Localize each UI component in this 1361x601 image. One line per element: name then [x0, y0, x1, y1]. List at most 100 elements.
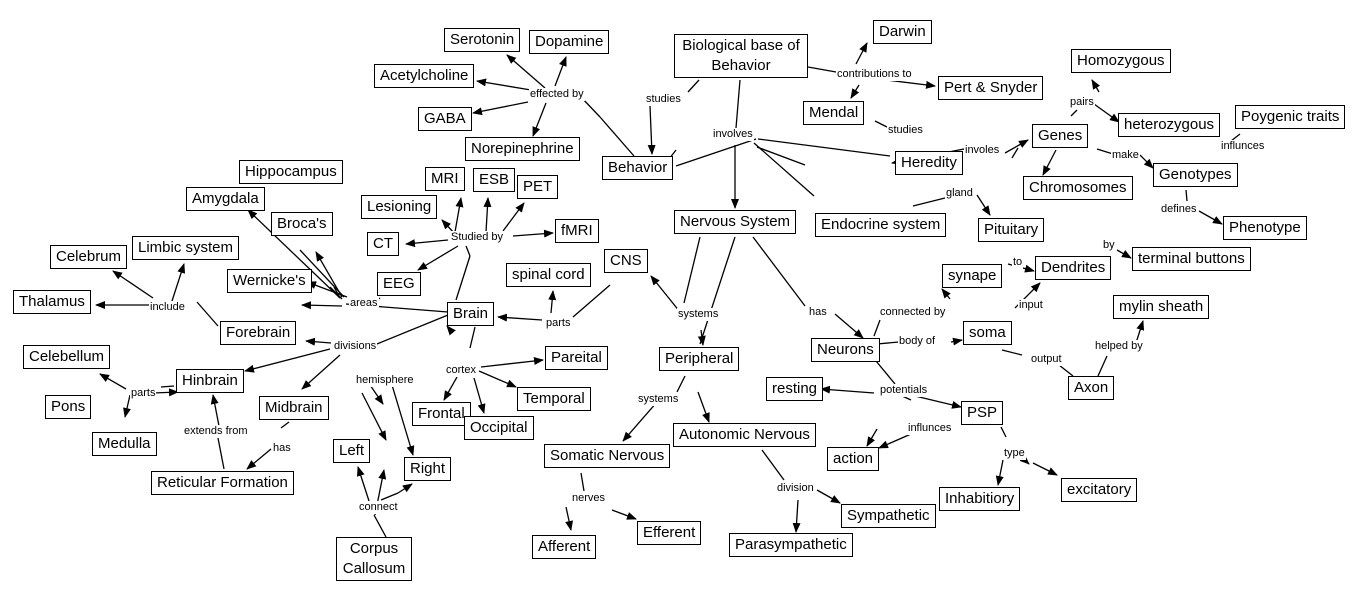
pareital-node[interactable]: Pareital — [545, 346, 608, 370]
arrow-connector — [914, 395, 962, 409]
heterozygous-node[interactable]: heterozygous — [1118, 113, 1221, 137]
arrow-connector — [405, 239, 449, 248]
action-node[interactable]: action — [827, 447, 880, 471]
terminal-buttons-node[interactable]: terminal buttons — [1132, 247, 1251, 271]
pert-snyder-node[interactable]: Pert & Snyder — [938, 76, 1044, 100]
line-connector — [1058, 364, 1074, 377]
hippocampus-node[interactable]: Hippocampus — [239, 160, 343, 184]
neurons-node[interactable]: Neurons — [811, 338, 880, 362]
celebrum-node[interactable]: Celebrum — [50, 245, 128, 269]
celebellum-node[interactable]: Celebellum — [23, 345, 111, 369]
medulla-node[interactable]: Medulla — [92, 432, 157, 456]
link-contributions-to: contributions to — [836, 68, 913, 81]
phenotype-node[interactable]: Phenotype — [1223, 216, 1307, 240]
arrow-connector — [850, 84, 860, 99]
pet-node[interactable]: PET — [517, 175, 559, 199]
darwin-node[interactable]: Darwin — [873, 20, 932, 44]
resting-node[interactable]: resting — [766, 377, 824, 401]
genotypes-node[interactable]: Genotypes — [1153, 163, 1238, 187]
left-node[interactable]: Left — [333, 439, 371, 463]
genes-node[interactable]: Genes — [1032, 124, 1089, 148]
soma-node[interactable]: soma — [963, 321, 1012, 345]
thalamus-node[interactable]: Thalamus — [13, 290, 91, 314]
norepinephrine-node[interactable]: Norepinephrine — [465, 137, 580, 161]
reticular-formation-node[interactable]: Reticular Formation — [151, 471, 294, 495]
line-connector — [753, 142, 815, 197]
link-studies-1: studies — [645, 93, 682, 106]
line-connector — [807, 66, 837, 73]
eeg-node[interactable]: EEG — [377, 272, 421, 296]
spinal-cord-node[interactable]: spinal cord — [506, 263, 591, 287]
frontal-node[interactable]: Frontal — [412, 402, 471, 426]
amygdala-node[interactable]: Amygdala — [186, 187, 265, 211]
mendal-node[interactable]: Mendal — [803, 101, 865, 125]
link-to: to — [1012, 256, 1024, 269]
limbic-system-node[interactable]: Limbic system — [132, 236, 240, 260]
somatic-nervous-node[interactable]: Somatic Nervous — [544, 444, 671, 468]
arrow-connector — [506, 54, 546, 89]
line-connector — [1070, 109, 1078, 117]
dopamine-node[interactable]: Dopamine — [529, 30, 610, 54]
arrow-connector — [1004, 139, 1029, 154]
biological-base-node[interactable]: Biological base of Behavior — [674, 34, 808, 78]
homozygous-node[interactable]: Homozygous — [1071, 49, 1171, 73]
right-node[interactable]: Right — [404, 457, 452, 481]
brocas-node[interactable]: Broca's — [271, 212, 333, 236]
arrow-connector — [554, 56, 567, 87]
hinbrain-node[interactable]: Hinbrain — [176, 369, 244, 393]
pons-node[interactable]: Pons — [45, 395, 92, 419]
link-make: make — [1111, 149, 1140, 162]
autonomic-nervous-node[interactable]: Autonomic Nervous — [673, 423, 816, 447]
peripheral-node[interactable]: Peripheral — [659, 347, 740, 371]
sympathetic-node[interactable]: Sympathetic — [841, 504, 936, 528]
corpus-callosum-node[interactable]: Corpus Callosum — [336, 537, 412, 581]
biological-base-line-1: Biological base of — [682, 37, 800, 54]
excitatory-node[interactable]: excitatory — [1061, 478, 1138, 502]
midbrain-node[interactable]: Midbrain — [259, 396, 329, 420]
acetylcholine-node[interactable]: Acetylcholine — [374, 64, 475, 88]
arrow-connector — [548, 290, 557, 314]
arrow-connector — [697, 329, 706, 346]
mylin-sheath-node[interactable]: mylin sheath — [1113, 295, 1210, 319]
brain-node[interactable]: Brain — [447, 302, 495, 326]
chromosomes-node[interactable]: Chromosomes — [1023, 176, 1133, 200]
mri-node[interactable]: MRI — [425, 167, 465, 191]
occipital-node[interactable]: Occipital — [464, 416, 534, 440]
efferent-node[interactable]: Efferent — [637, 521, 702, 545]
dendrites-node[interactable]: Dendrites — [1035, 256, 1112, 280]
lesioning-node[interactable]: Lesioning — [361, 195, 438, 219]
link-cortex: cortex — [445, 364, 477, 377]
arrow-connector — [301, 301, 343, 310]
inhabitiory-node[interactable]: Inhabitiory — [939, 487, 1021, 511]
arrow-connector — [112, 270, 154, 299]
line-connector — [373, 514, 387, 538]
nervous-system-node[interactable]: Nervous System — [674, 210, 797, 234]
afferent-node[interactable]: Afferent — [532, 535, 597, 559]
parasympathetic-node[interactable]: Parasympathetic — [729, 533, 853, 557]
link-helped-by: helped by — [1094, 340, 1144, 353]
esb-node[interactable]: ESB — [473, 168, 516, 192]
behavior-node[interactable]: Behavior — [602, 156, 674, 180]
endocrine-system-node[interactable]: Endocrine system — [815, 213, 947, 237]
link-potentials: potentials — [879, 384, 929, 397]
link-nerves: nerves — [571, 492, 607, 505]
wernickes-node[interactable]: Wernicke's — [227, 269, 312, 293]
serotonin-node[interactable]: Serotonin — [444, 28, 521, 52]
psp-node[interactable]: PSP — [961, 401, 1004, 425]
gaba-node[interactable]: GABA — [418, 107, 472, 131]
fmri-node[interactable]: fMRI — [555, 219, 599, 243]
arrow-connector — [565, 506, 573, 531]
pituitary-node[interactable]: Pituitary — [978, 218, 1045, 242]
forebrain-node[interactable]: Forebrain — [220, 321, 297, 345]
temporal-node[interactable]: Temporal — [517, 387, 591, 411]
heredity-node[interactable]: Heredity — [895, 151, 963, 175]
line-connector — [873, 319, 881, 337]
line-connector — [580, 472, 585, 492]
arrow-connector — [834, 313, 864, 339]
cns-node[interactable]: CNS — [604, 249, 648, 273]
ct-node[interactable]: CT — [367, 232, 399, 256]
link-by: by — [1102, 239, 1116, 252]
axon-node[interactable]: Axon — [1068, 376, 1115, 400]
synape-node[interactable]: synape — [942, 264, 1003, 288]
poygenic-traits-node[interactable]: Poygenic traits — [1235, 105, 1346, 129]
